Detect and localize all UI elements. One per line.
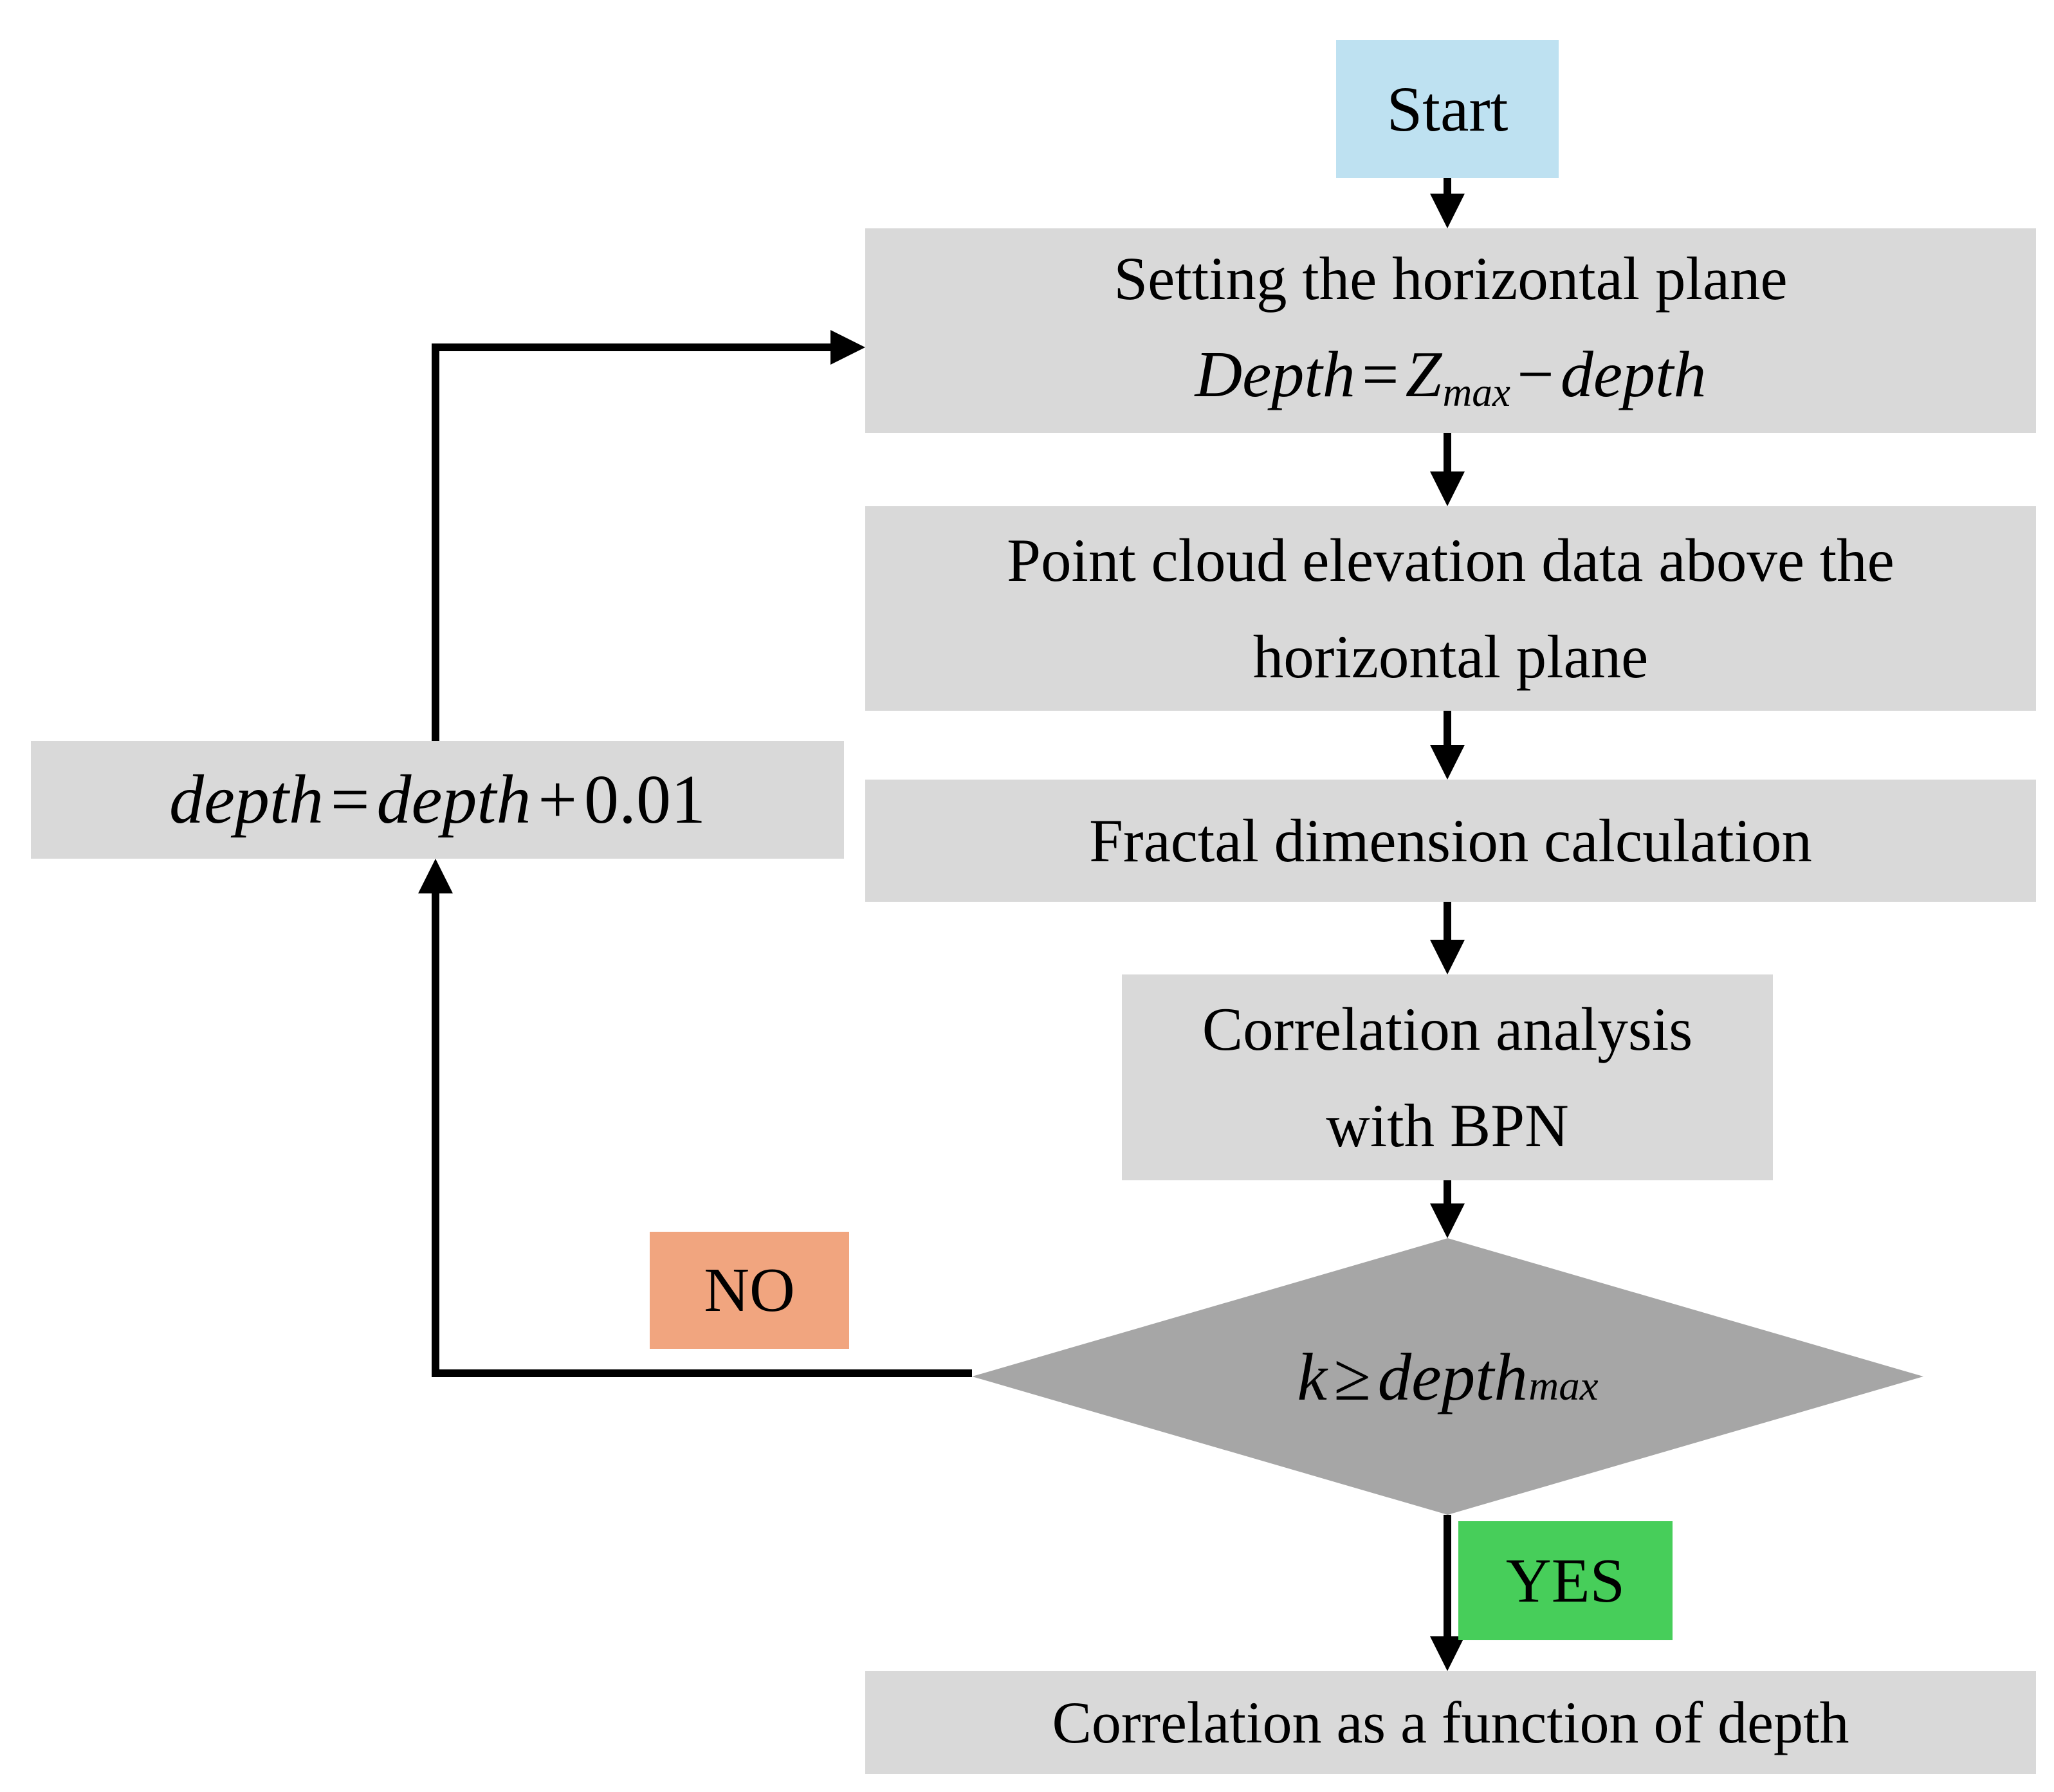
line-segment [432, 343, 439, 741]
arrowhead-down [1430, 1203, 1465, 1238]
correlation-line1: Correlation analysis [1202, 995, 1693, 1063]
arrowhead-right [830, 330, 865, 365]
line-segment [432, 1369, 972, 1377]
correlation-line2: with BPN [1326, 1092, 1569, 1160]
result-node: Correlation as a function of depth [865, 1671, 2036, 1774]
start-label: Start [1386, 73, 1508, 145]
increment-plus: + [538, 761, 578, 838]
set-plane-formula: Depth=Zmax−depth [1195, 327, 1706, 431]
formula-lhs: Depth [1195, 338, 1355, 411]
formula-equals: = [1361, 338, 1399, 411]
line-segment [1444, 1180, 1451, 1207]
arrowhead-down [1430, 194, 1465, 228]
result-label: Correlation as a function of depth [1052, 1690, 1849, 1755]
diamond-shape [972, 1238, 1923, 1515]
arrowhead-down [1430, 940, 1465, 974]
line-segment [432, 888, 439, 1377]
correlation-node: Correlation analysis with BPN [1122, 974, 1773, 1180]
increment-value: 0.01 [583, 761, 706, 838]
increment-formula: depth=depth+0.01 [169, 752, 706, 848]
line-segment [1444, 178, 1451, 197]
point-cloud-line1: Point cloud elevation data above the [1007, 526, 1894, 594]
increment-lhs: depth [169, 761, 324, 838]
set-plane-node: Setting the horizontal plane Depth=Zmax−… [865, 228, 2036, 433]
point-cloud-node: Point cloud elevation data above the hor… [865, 506, 2036, 711]
arrowhead-down [1430, 471, 1465, 506]
arrowhead-down [1430, 745, 1465, 780]
no-badge: NO [650, 1232, 849, 1349]
fractal-label: Fractal dimension calculation [1089, 807, 1812, 875]
decision-lhs: k [1297, 1339, 1327, 1414]
line-segment [1444, 1515, 1451, 1640]
arrowhead-up [418, 859, 453, 893]
decision-rhs: depth [1377, 1339, 1528, 1414]
formula-minus: − [1517, 338, 1554, 411]
line-segment [1444, 433, 1451, 475]
yes-badge: YES [1458, 1521, 1673, 1640]
start-node: Start [1336, 40, 1559, 178]
line-segment [1444, 711, 1451, 749]
no-label: NO [704, 1256, 795, 1325]
yes-label: YES [1505, 1546, 1626, 1616]
formula-var: Z [1405, 338, 1442, 411]
fractal-node: Fractal dimension calculation [865, 780, 2036, 902]
arrowhead-down [1430, 1636, 1465, 1671]
set-plane-title: Setting the horizontal plane [1114, 244, 1788, 313]
formula-subscript: max [1442, 370, 1510, 416]
line-segment [1444, 902, 1451, 944]
increment-node: depth=depth+0.01 [31, 741, 844, 859]
increment-rhs: depth [376, 761, 531, 838]
decision-subscript: max [1528, 1363, 1599, 1410]
line-segment [432, 343, 830, 351]
decision-operator: ≥ [1334, 1339, 1371, 1414]
increment-equals: = [330, 761, 370, 838]
formula-rhs: depth [1560, 338, 1707, 411]
point-cloud-line2: horizontal plane [1252, 623, 1649, 691]
